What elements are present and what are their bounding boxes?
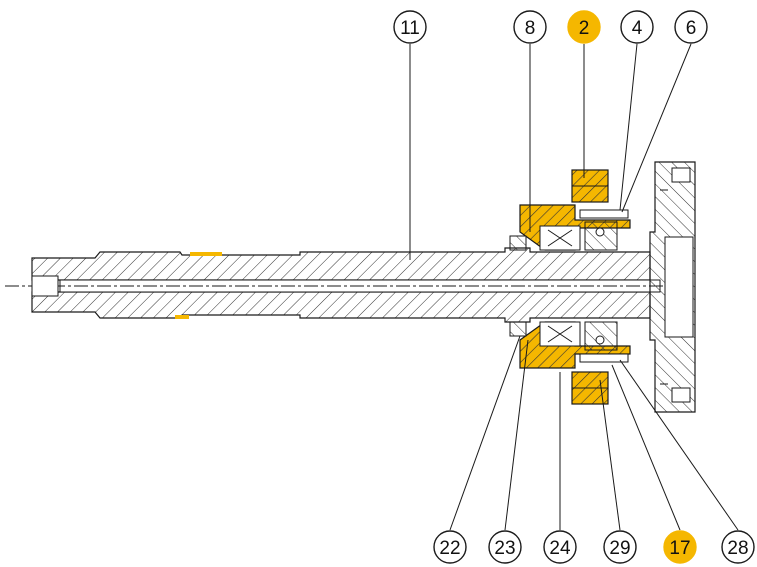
- shaft: [5, 247, 665, 323]
- callout-4: 4: [620, 10, 654, 44]
- callout-24: 24: [543, 530, 577, 564]
- callout-24-circle: [543, 530, 577, 564]
- callout-17: 17: [663, 530, 697, 564]
- callout-29: 29: [603, 530, 637, 564]
- callout-2-circle: [567, 10, 601, 44]
- callout-2-label: 2: [579, 18, 590, 39]
- callout-28-circle: [721, 530, 755, 564]
- callout-23-circle: [488, 530, 522, 564]
- callout-23-label: 23: [494, 538, 515, 559]
- lower-housing: [509, 321, 631, 405]
- callout-6-circle: [674, 10, 708, 44]
- callout-28-label: 28: [727, 538, 748, 559]
- leader-lines: [409, 43, 739, 531]
- callout-17-circle: [663, 530, 697, 564]
- callout-29-circle: [603, 530, 637, 564]
- upper-housing: [509, 169, 631, 251]
- callout-8: 8: [513, 10, 547, 44]
- callouts-top: 11 8 2 4 6: [393, 10, 708, 44]
- callout-11-label: 11: [400, 18, 420, 39]
- callout-22-label: 22: [439, 538, 460, 559]
- callout-8-label: 8: [525, 18, 536, 39]
- callout-6: 6: [674, 10, 708, 44]
- callouts-bottom: 22 23 24 29 17 28: [433, 530, 755, 564]
- callout-22: 22: [433, 530, 467, 564]
- callout-6-label: 6: [686, 18, 697, 39]
- callout-11-circle: [393, 10, 427, 44]
- callout-4-label: 4: [632, 18, 643, 39]
- callout-28: 28: [721, 530, 755, 564]
- callout-17-label: 17: [669, 538, 690, 559]
- callout-24-label: 24: [549, 538, 571, 559]
- callout-8-circle: [513, 10, 547, 44]
- flange: [649, 161, 696, 413]
- callout-22-circle: [433, 530, 467, 564]
- callout-23: 23: [488, 530, 522, 564]
- callout-2: 2: [567, 10, 601, 44]
- callout-29-label: 29: [609, 538, 630, 559]
- callout-4-circle: [620, 10, 654, 44]
- callout-11: 11: [393, 10, 427, 44]
